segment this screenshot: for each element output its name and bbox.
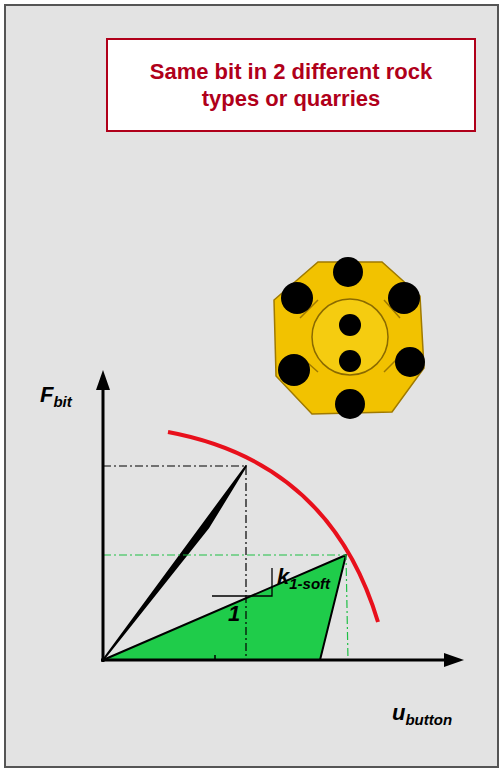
slope-label: k1-soft [277,566,330,588]
subscript: bit [53,393,71,410]
subscript: 1-soft [289,575,330,592]
slope-label: 1 [228,601,240,626]
axis-label: ubutton [392,702,452,724]
slope-label: 1 [228,603,240,625]
subscript: button [405,711,452,728]
panel-frame [5,5,498,767]
axis-label: F [40,382,53,407]
title-box: Same bit in 2 different rock types or qu… [106,38,476,132]
slope-label: k [277,564,289,589]
title-text: Same bit in 2 different rock types or qu… [120,58,462,113]
axis-label: u [392,700,405,725]
drill-bit [274,257,425,419]
axis-label: Fbit [40,384,72,406]
force-displacement-graph [96,370,464,667]
